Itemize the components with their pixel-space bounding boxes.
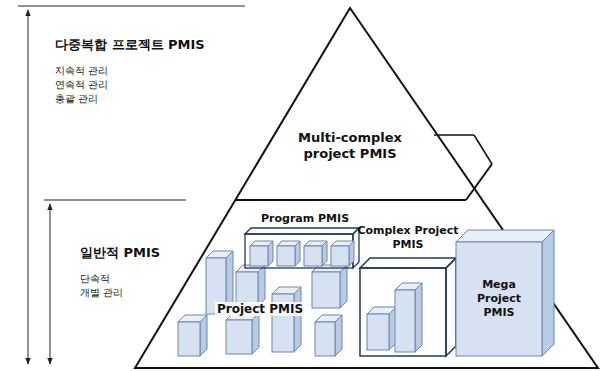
range-label: 일반적 PMIS — [80, 244, 160, 262]
cube-figure — [315, 315, 342, 356]
pmis-box: Mega Project PMIS — [456, 242, 542, 356]
pyramid-outline — [135, 8, 598, 368]
node-title: Multi-complex project PMIS — [274, 130, 426, 163]
cube-figure — [277, 241, 300, 266]
range-label: 단속적 — [80, 272, 110, 286]
cube-figure — [272, 287, 301, 352]
range-label: 지속적 관리 — [55, 64, 108, 78]
range-arrow — [28, 10, 29, 364]
range-arrow — [50, 204, 51, 364]
range-label: 다중복합 프로젝트 PMIS — [55, 36, 205, 54]
node-title: Complex Project PMIS — [348, 224, 468, 252]
cube-figure — [245, 228, 359, 268]
cube-figure — [360, 258, 456, 356]
pmis-box: Complex Project PMIS — [360, 268, 446, 356]
node-title: Program PMIS — [261, 212, 349, 226]
cube-figure — [178, 315, 207, 356]
pyramid-band: Multi-complex project PMIS — [270, 122, 430, 170]
level-label: Project PMIS — [215, 302, 305, 316]
pyramid-divider — [235, 199, 466, 201]
range-label: 총괄 관리 — [55, 92, 98, 106]
pyramid-edge — [434, 134, 474, 136]
range-label: 개별 관리 — [80, 286, 123, 300]
cube-figure — [395, 283, 422, 352]
cube-figure — [312, 265, 347, 308]
pyramid-edge — [466, 164, 492, 200]
cube-figure — [331, 241, 354, 266]
pyramid-edge — [474, 135, 492, 164]
cube-figure — [236, 265, 265, 306]
cube-figure — [304, 241, 327, 266]
pmis-box: Program PMIS — [245, 234, 353, 268]
cube-figure — [456, 230, 554, 356]
range-line — [18, 6, 245, 7]
node-title: Mega Project PMIS — [460, 278, 538, 319]
range-line — [44, 200, 186, 201]
cube-figure — [367, 307, 396, 350]
range-label: 연속적 관리 — [55, 78, 108, 92]
cube-figure — [226, 313, 259, 354]
cube-figure — [250, 241, 273, 266]
